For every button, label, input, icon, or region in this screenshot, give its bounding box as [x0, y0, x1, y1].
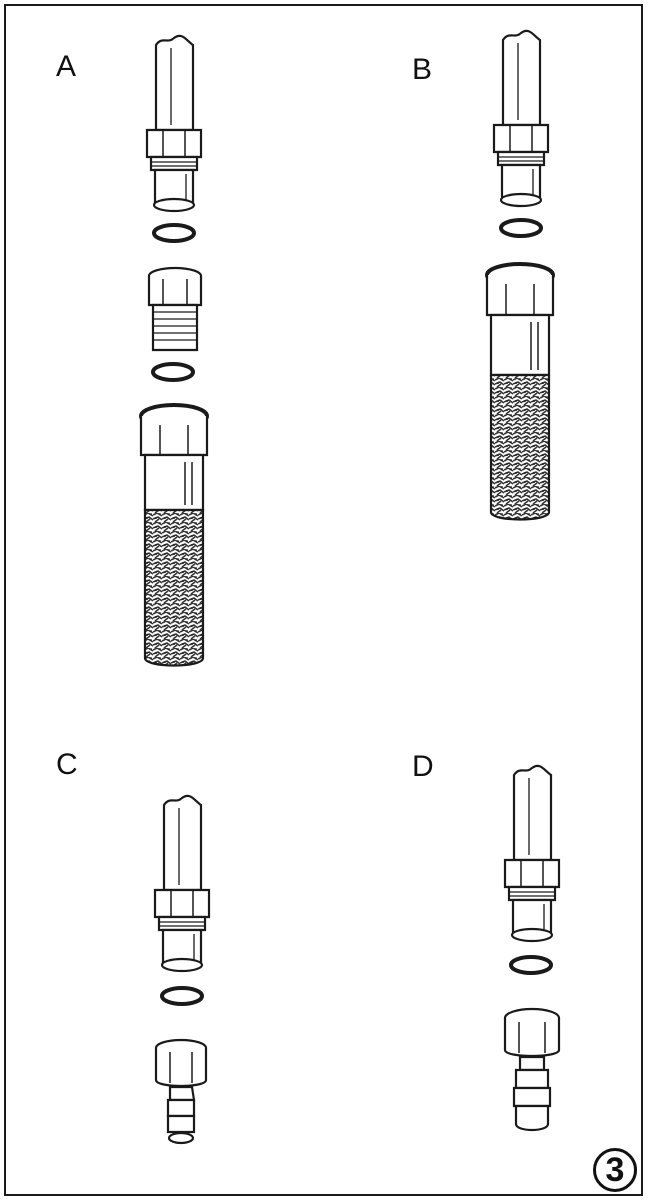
- hose-barb-c: [154, 1038, 208, 1145]
- pipe-a: [154, 34, 195, 132]
- variant-c-assembly: [153, 794, 211, 1145]
- variant-c-label: C: [56, 748, 78, 781]
- nut-b: [492, 123, 550, 208]
- gasket-c: [160, 986, 204, 1006]
- pipe-c: [162, 794, 203, 892]
- gasket-d: [509, 955, 553, 975]
- pipe-d: [512, 764, 553, 862]
- strainer-b: [485, 262, 555, 521]
- variant-a-label: A: [56, 50, 77, 83]
- pipe-b: [501, 29, 542, 127]
- gasket-b: [499, 218, 543, 238]
- variant-d-assembly: [503, 764, 561, 1132]
- adapter-a: [147, 266, 203, 352]
- nut-a: [145, 128, 203, 213]
- hose-barb-d: [503, 1007, 561, 1132]
- nut-c: [153, 888, 211, 973]
- strainer-a: [139, 403, 209, 667]
- figure-frame: [4, 4, 643, 1196]
- variant-d-label: D: [412, 750, 434, 783]
- variant-b-assembly: [485, 29, 555, 521]
- variant-a-assembly: [139, 34, 209, 667]
- gasket-a-2: [151, 362, 195, 382]
- gasket-a-1: [152, 223, 196, 243]
- figure-number-badge: 3: [593, 1148, 637, 1192]
- variant-b-label: B: [412, 53, 433, 86]
- nut-d: [503, 858, 561, 943]
